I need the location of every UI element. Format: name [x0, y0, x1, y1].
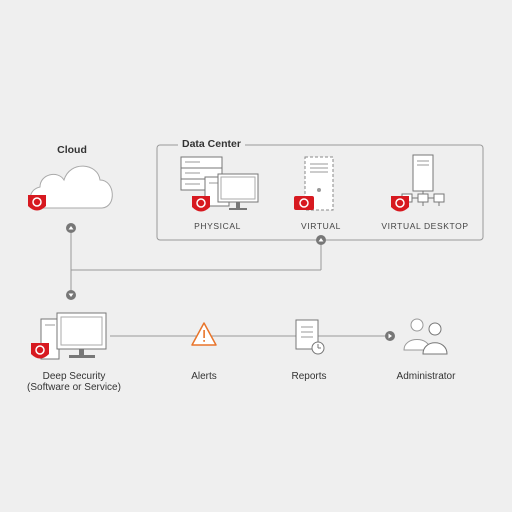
- virtual-label: VIRTUAL: [301, 221, 341, 231]
- physical-monitor-icon: [217, 173, 259, 210]
- virtual-desktop-label: VIRTUAL DESKTOP: [381, 221, 469, 231]
- virtual-desktop-shield-icon: [391, 196, 409, 212]
- deep-security-shield-icon: [31, 343, 49, 359]
- deep-security-label: Deep Security: [42, 371, 106, 382]
- arrow-up-virtual-icon: [316, 235, 326, 245]
- data-center-title: Data Center: [178, 138, 245, 150]
- physical-shield-icon: [192, 196, 210, 212]
- arrow-down-icon: [66, 290, 76, 300]
- administrator-label: Administrator: [396, 371, 456, 382]
- deep-security-sublabel: (Software or Service): [27, 382, 121, 393]
- administrator-icon: [403, 318, 448, 355]
- reports-document-icon: [295, 319, 325, 355]
- cloud-label: Cloud: [57, 144, 87, 156]
- arrow-up-cloud-icon: [66, 223, 76, 233]
- arrow-right-icon: [385, 331, 395, 341]
- connector-lines: [70, 228, 390, 337]
- reports-label: Reports: [291, 371, 327, 382]
- cloud-shield-icon: [28, 195, 46, 211]
- virtual-shield-icon: [294, 196, 314, 210]
- deep-security-workstation-icon: [40, 312, 107, 360]
- physical-label: PHYSICAL: [194, 221, 241, 231]
- alerts-label: Alerts: [191, 371, 217, 382]
- alert-warning-icon: [191, 322, 217, 346]
- cloud-icon: [30, 165, 113, 209]
